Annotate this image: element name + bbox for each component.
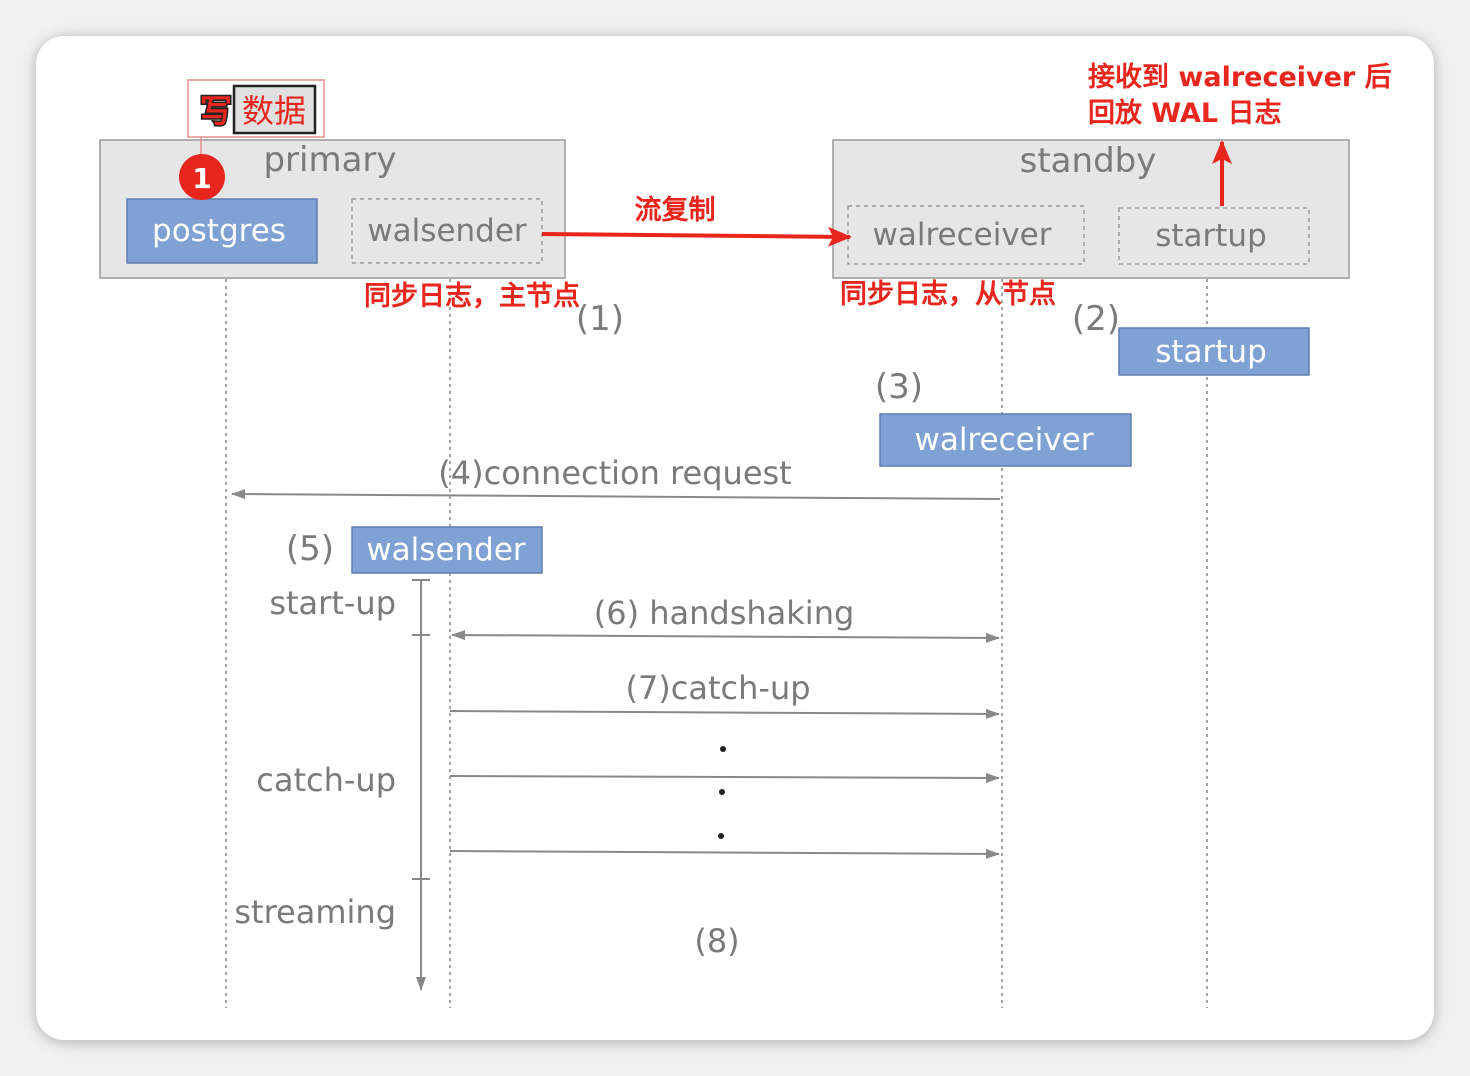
standby-frame xyxy=(832,139,1350,279)
stream-replication-arrow xyxy=(541,226,852,247)
write-prefix-text: 写 xyxy=(200,92,232,130)
write-data-text: 数据 xyxy=(242,92,306,130)
handshaking-arrow xyxy=(451,630,1000,643)
postgres-label: postgres xyxy=(152,213,286,249)
sync-log-primary-label: 同步日志，主节点 xyxy=(364,281,580,312)
step-4-label: (4)connection request xyxy=(438,454,791,492)
catchup-arrow-1 xyxy=(449,708,1000,719)
replay-note-line2: 回放 WAL 日志 xyxy=(1088,97,1281,129)
walsender-box xyxy=(351,526,543,574)
phase-streaming-label: streaming xyxy=(234,893,396,931)
walreceiver-slot-label: walreceiver xyxy=(873,217,1052,253)
walsender-slot xyxy=(351,198,543,264)
stream-replication-label: 流复制 xyxy=(635,195,716,226)
walsender-box-label: walsender xyxy=(366,532,526,568)
phase-startup-label: start-up xyxy=(269,584,396,622)
startup-box xyxy=(1118,327,1310,376)
sync-log-standby-label: 同步日志，从节点 xyxy=(840,279,1056,310)
postgres-box xyxy=(126,198,318,264)
step-6-label: (6) handshaking xyxy=(594,594,855,632)
standby-title: standby xyxy=(1020,141,1157,181)
replay-note-line1: 接收到 walreceiver 后 xyxy=(1088,62,1392,93)
connection-request-arrow xyxy=(231,489,1001,500)
startup-slot xyxy=(1118,207,1310,265)
walreceiver-box-label: walreceiver xyxy=(915,422,1094,458)
ellipsis-dot-2 xyxy=(719,789,725,795)
step-3-label: (3) xyxy=(875,367,923,407)
step-badge xyxy=(179,154,225,200)
ellipsis-dot-1 xyxy=(720,746,726,752)
catchup-arrow-2 xyxy=(449,772,1000,783)
walreceiver-slot xyxy=(847,205,1085,265)
primary-title: primary xyxy=(263,140,396,180)
step-7-label: (7)catch-up xyxy=(625,669,810,707)
step-badge-number: 1 xyxy=(192,162,211,195)
write-data-highlight xyxy=(232,84,317,135)
walsender-slot-label: walsender xyxy=(367,213,527,249)
startup-slot-label: startup xyxy=(1155,218,1267,254)
replay-note-bg xyxy=(1082,58,1388,134)
startup-box-label: startup xyxy=(1155,334,1267,370)
step-2-label: (2) xyxy=(1072,299,1120,339)
step-8-label: (8) xyxy=(694,922,739,960)
step-5-label: (5) xyxy=(286,529,334,569)
phase-catchup-label: catch-up xyxy=(256,761,396,799)
step-1-label: (1) xyxy=(576,299,624,339)
ellipsis-dot-3 xyxy=(718,833,724,839)
walreceiver-box xyxy=(879,413,1132,467)
catchup-arrow-3 xyxy=(449,848,1000,859)
